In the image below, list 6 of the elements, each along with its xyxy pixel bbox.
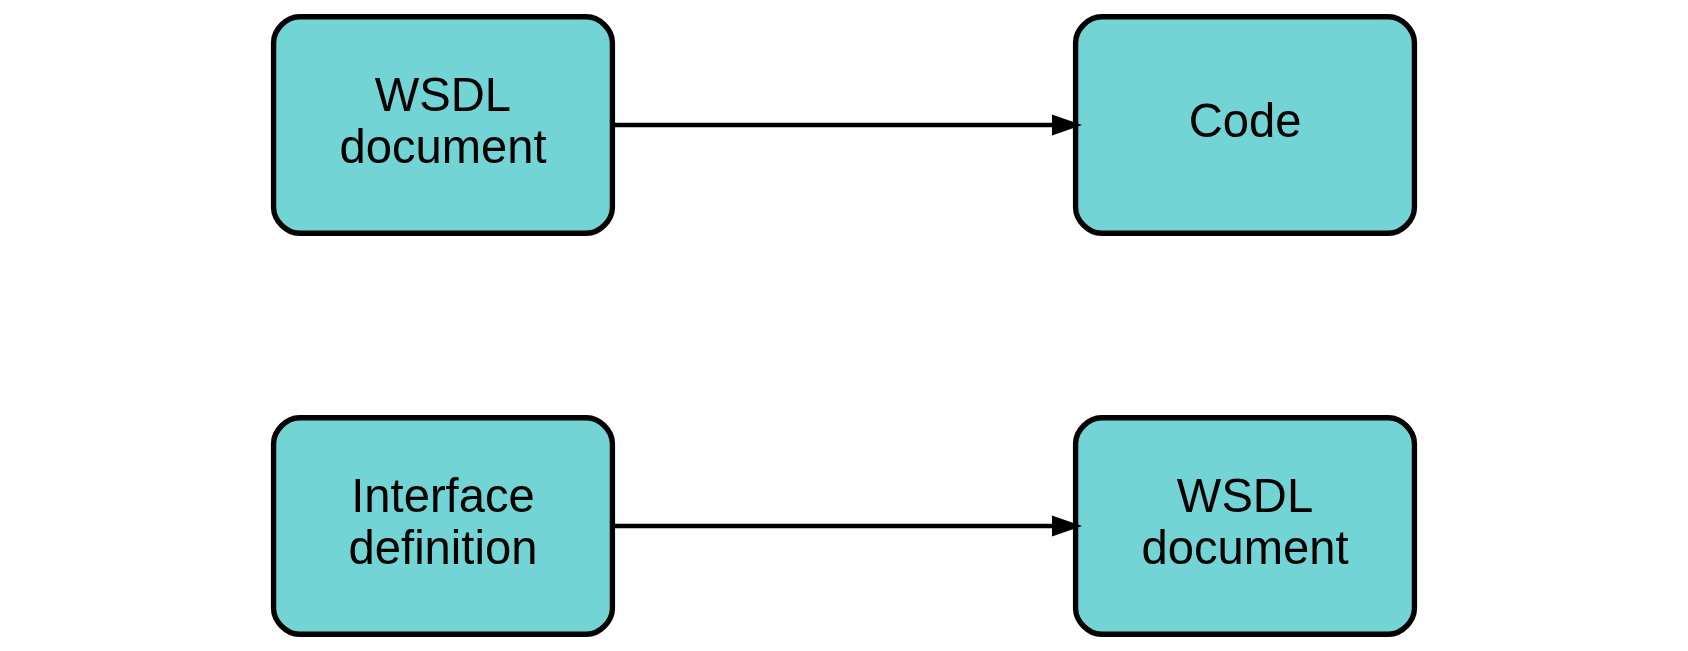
node-box: WSDL document [1072,415,1418,637]
node-box: Interface definition [270,415,616,637]
arrow [613,114,1083,136]
node-box: WSDL document [270,14,616,236]
node-box: Code [1072,14,1418,236]
arrow [613,515,1083,537]
